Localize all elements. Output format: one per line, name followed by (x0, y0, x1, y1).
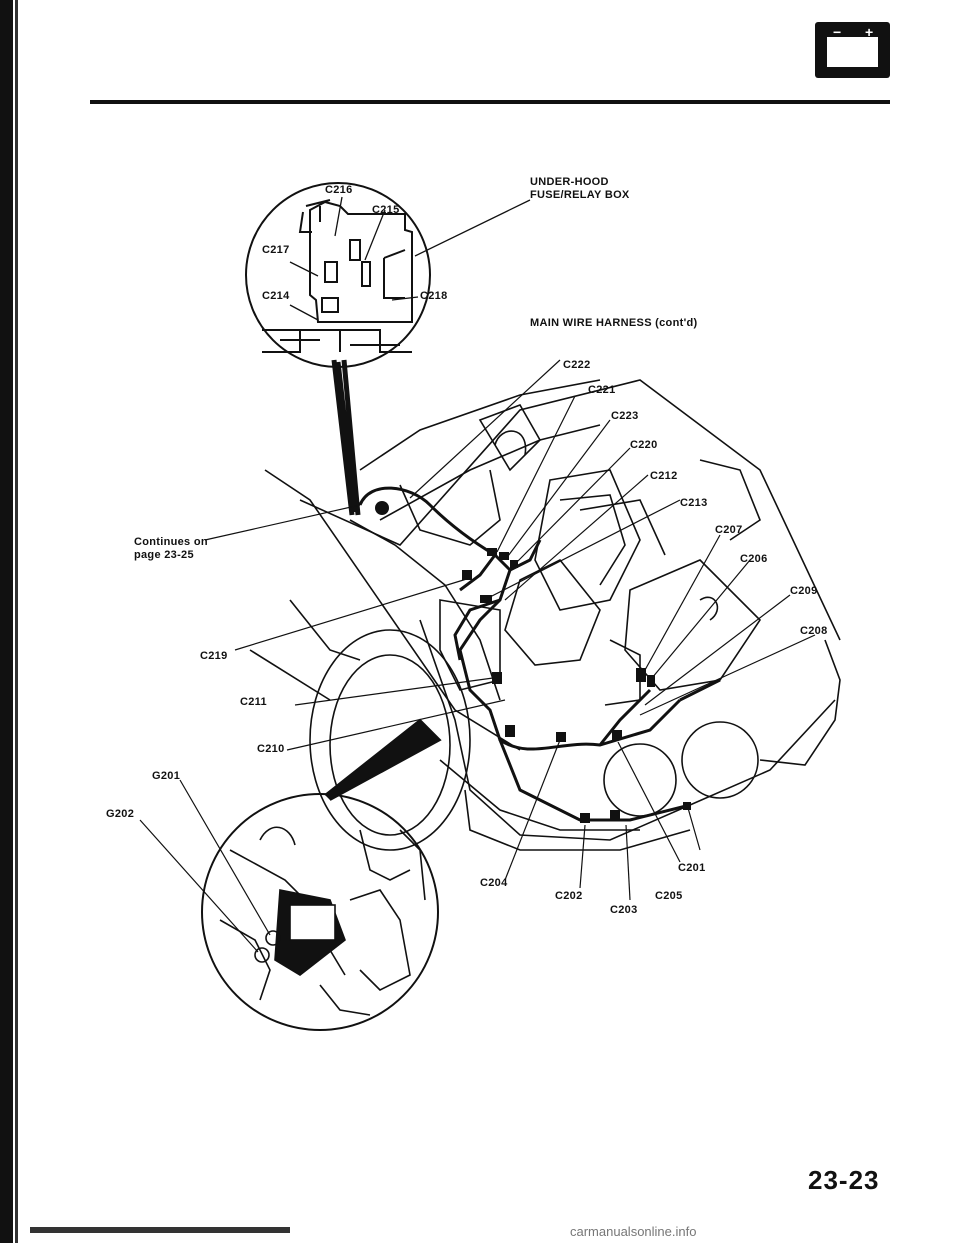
connector-c222: C222 (563, 359, 591, 371)
left-binding-edge (0, 0, 13, 1243)
left-binding-edge-inner (15, 0, 18, 1243)
connector-c204: C204 (480, 877, 508, 889)
battery-plus-sign: + (865, 24, 874, 40)
page-number: 23-23 (808, 1165, 880, 1195)
main-harness-label: MAIN WIRE HARNESS (cont'd) (530, 317, 698, 329)
ground-g201: G201 (152, 770, 181, 782)
leader-lines (204, 359, 816, 901)
battery-icon: − + (815, 22, 890, 78)
inset-pointer-wedge (324, 718, 442, 801)
under-hood-label-line2: FUSE/RELAY BOX (530, 189, 630, 201)
battery-icon-window (827, 37, 878, 67)
connector-c201: C201 (678, 862, 706, 874)
ground-inset-drawing (219, 826, 426, 1016)
connector-c208: C208 (800, 625, 828, 637)
ground-inset-circle (201, 793, 439, 1031)
connector-c205: C205 (655, 890, 683, 902)
connector-bodies (375, 501, 691, 823)
main-wire-harness (358, 486, 721, 822)
connector-c202: C202 (555, 890, 583, 902)
bottom-scan-bar (30, 1227, 290, 1233)
ground-g202: G202 (106, 808, 135, 820)
connector-c203: C203 (610, 904, 638, 916)
connector-c210: C210 (257, 743, 285, 755)
continues-label-line1: Continues on (134, 536, 208, 548)
connector-c213: C213 (680, 497, 708, 509)
under-hood-label-line1: UNDER-HOOD (530, 176, 609, 188)
connector-c219: C219 (200, 650, 228, 662)
continues-label-line2: page 23-25 (134, 549, 194, 561)
connector-c215: C215 (372, 204, 400, 216)
fuse-relay-box-drawing (262, 199, 413, 353)
connector-c223: C223 (611, 410, 639, 422)
connector-c216: C216 (325, 184, 353, 196)
connector-c212: C212 (650, 470, 678, 482)
connector-c211: C211 (240, 696, 267, 708)
header-rule (90, 100, 890, 104)
connector-c221: C221 (588, 384, 616, 396)
connector-c214: C214 (262, 290, 290, 302)
connector-c207: C207 (715, 524, 743, 536)
watermark-text: carmanualsonline.info (570, 1224, 697, 1239)
battery-minus-sign: − (833, 24, 842, 40)
connector-c220: C220 (630, 439, 658, 451)
connector-c209: C209 (790, 585, 818, 597)
connector-c218: C218 (420, 290, 448, 302)
connector-c217: C217 (262, 244, 290, 256)
connector-c206: C206 (740, 553, 768, 565)
